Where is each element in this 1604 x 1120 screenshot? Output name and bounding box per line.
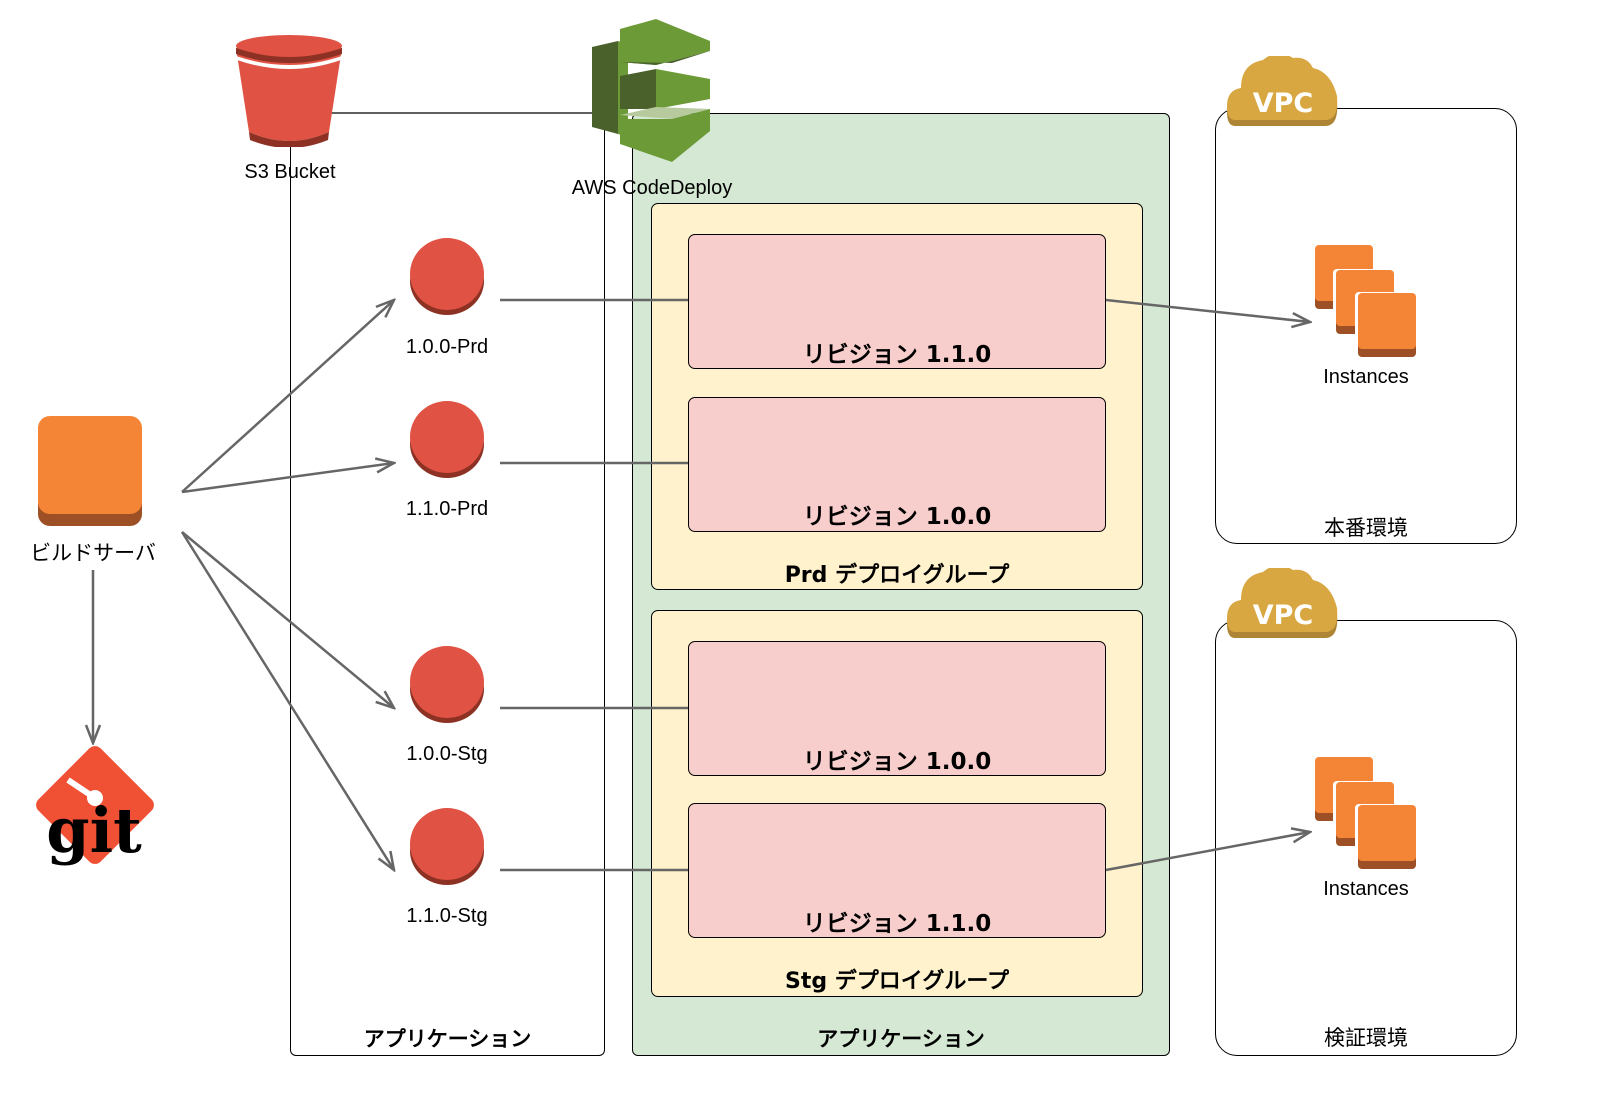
environment-staging-title: 検証環境: [1324, 1027, 1408, 1050]
s3-object-label: 1.1.0-Stg: [406, 905, 488, 927]
revision-box[interactable]: [688, 234, 1106, 369]
revision-label: リビジョン 1.1.0: [802, 342, 992, 368]
codedeploy-icon[interactable]: [592, 19, 712, 162]
ec2-instances-icon[interactable]: [1315, 245, 1419, 359]
codedeploy-application-title: アプリケーション: [817, 1027, 985, 1051]
s3-object-label: 1.0.0-Prd: [405, 336, 489, 358]
vpc-label: VPC: [1253, 88, 1314, 119]
revision-label: リビジョン 1.0.0: [802, 749, 992, 775]
arrow-revision-to-prd-instances: [1105, 298, 1310, 322]
revision-box[interactable]: [688, 803, 1106, 938]
arrow-revision-to-stg-instances: [1105, 832, 1310, 872]
git-logo-text: git: [46, 794, 142, 867]
s3-bucket-label: S3 Bucket: [244, 161, 336, 183]
environment-production-title: 本番環境: [1324, 517, 1408, 540]
s3-object-label: 1.1.0-Prd: [405, 498, 489, 520]
codedeploy-label: AWS CodeDeploy: [571, 177, 733, 199]
git-logo-icon[interactable]: git: [30, 740, 160, 875]
vpc-cloud-icon: VPC: [1227, 568, 1338, 638]
vpc-staging-container: [1215, 620, 1517, 1056]
vpc-production-container: [1215, 108, 1517, 544]
s3-object-label: 1.0.0-Stg: [406, 743, 488, 765]
instances-label: Instances: [1323, 878, 1409, 900]
arrow-build-to-1.0.0-prd: [181, 300, 394, 493]
s3-object-icon[interactable]: [409, 807, 487, 887]
revision-box[interactable]: [688, 397, 1106, 532]
s3-object-icon[interactable]: [409, 400, 487, 480]
arrow-build-to-1.1.0-prd: [181, 463, 394, 494]
arrow-build-to-1.1.0-stg: [180, 531, 394, 870]
ec2-instance-icon[interactable]: [38, 416, 144, 528]
build-server-label: ビルドサーバ: [30, 542, 156, 565]
vpc-label: VPC: [1253, 600, 1314, 631]
ec2-instances-icon[interactable]: [1315, 757, 1419, 871]
s3-application-container: [290, 113, 605, 1056]
deployment-group-stg-title: Stg デプロイグループ: [784, 969, 1009, 994]
s3-object-icon[interactable]: [409, 237, 487, 317]
revision-label: リビジョン 1.0.0: [802, 504, 992, 530]
s3-bucket-icon[interactable]: [233, 32, 345, 147]
instances-label: Instances: [1323, 366, 1409, 388]
revision-box[interactable]: [688, 641, 1106, 776]
revision-label: リビジョン 1.1.0: [802, 911, 992, 937]
deployment-group-prd-title: Prd デプロイグループ: [784, 563, 1010, 588]
s3-application-title: アプリケーション: [363, 1027, 532, 1051]
arrow-build-to-1.0.0-stg: [181, 531, 394, 708]
vpc-cloud-icon: VPC: [1227, 56, 1338, 126]
s3-object-icon[interactable]: [409, 645, 487, 725]
